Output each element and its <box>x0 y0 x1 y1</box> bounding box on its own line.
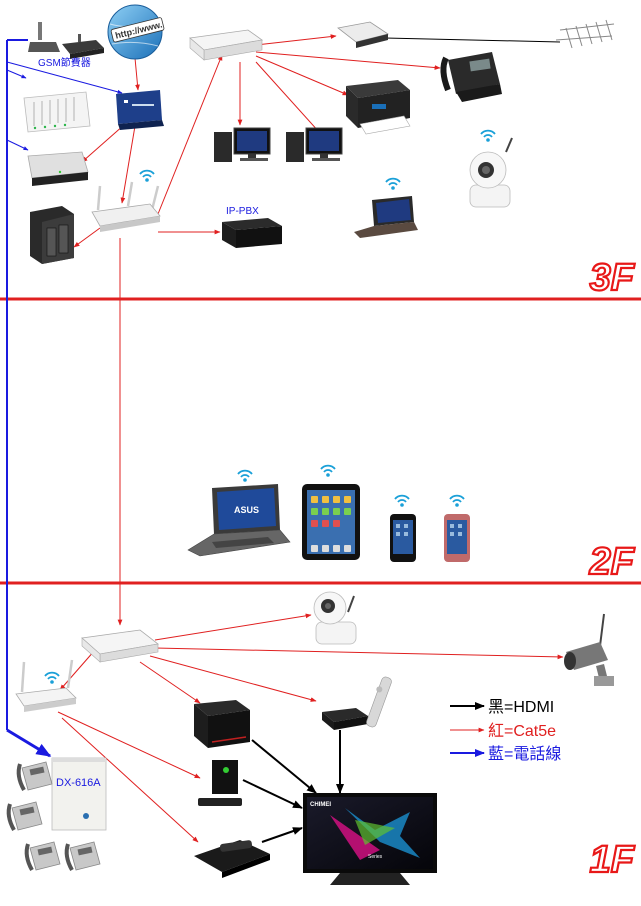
wireless-router-3f-icon <box>91 181 161 232</box>
adsl-modem-icon <box>116 90 164 130</box>
phone-jack-icon <box>28 22 60 52</box>
ip-pbx-server-icon <box>222 218 282 248</box>
legend-item-hdmi: 黑=HDMI <box>450 699 554 716</box>
tv-series-text: Series <box>368 854 383 860</box>
floor-label-2f: 2F <box>589 541 636 583</box>
wifi-signal-router-1f-icon <box>44 671 60 685</box>
wifi-signal-phone-pink-icon <box>449 494 465 508</box>
ip-camera-3f-icon <box>469 137 513 208</box>
desktop-pc-2-icon <box>286 127 343 162</box>
wireless-router-1f-icon <box>15 659 77 712</box>
legend-item-cat5e: 紅=Cat5e <box>450 722 556 740</box>
ip-pbx-label: IP-PBX <box>226 206 259 217</box>
wifi-signal-camera-3f-icon <box>480 129 496 143</box>
wifi-signal-phone-black-icon <box>394 494 410 508</box>
desk-phone-4-icon <box>64 841 101 871</box>
desk-phone-1-icon <box>16 761 53 791</box>
legend-label-hdmi: 黑=HDMI <box>488 699 554 716</box>
htpc-icon <box>194 700 250 748</box>
printer-icon <box>346 80 411 135</box>
outdoor-camera-icon <box>564 613 614 686</box>
pbx-system-icon <box>51 757 107 831</box>
nas-storage-icon <box>30 206 74 264</box>
isdn-router-icon <box>23 91 91 133</box>
laptop-3f-icon <box>354 196 418 238</box>
network-switch-1f-icon <box>81 629 159 663</box>
smartphone-pink-icon <box>444 514 470 562</box>
wifi-signal-icon <box>139 169 155 183</box>
gsm-saver-label: GSM節費器 <box>38 56 91 69</box>
set-top-box-icon <box>337 21 389 48</box>
internet-globe-icon: http://www. <box>107 4 165 60</box>
tv-brand-text: CHIMEI <box>310 802 331 808</box>
wifi-signal-laptop-2f-icon <box>237 469 253 483</box>
phone-line-connections <box>6 39 123 758</box>
desktop-pc-1-icon <box>214 127 271 162</box>
floor-label-1f: 1F <box>590 839 636 881</box>
legend-item-phone-line: 藍=電話線 <box>450 745 561 763</box>
cat5e-connections <box>57 34 564 843</box>
floor-label-3f: 3F <box>590 257 636 299</box>
hdmi-connections <box>242 730 344 843</box>
remote-control-icon <box>366 676 392 728</box>
pbx-model-label: DX-616A <box>56 777 101 789</box>
gsm-saver-device-icon <box>62 34 104 59</box>
smartphone-black-icon <box>390 514 416 562</box>
ip-camera-1f-icon <box>313 591 357 645</box>
network-switch-3f-icon <box>189 29 264 61</box>
ip-phone-icon <box>440 52 502 102</box>
desk-phone-3-icon <box>24 841 61 871</box>
television-icon <box>303 793 437 885</box>
laptop-2f-icon <box>187 484 291 557</box>
wifi-signal-tablet-icon <box>320 464 336 478</box>
voip-gateway-icon <box>27 151 89 186</box>
wifi-signal-laptop-3f-icon <box>385 177 401 191</box>
media-player-icon <box>322 708 368 730</box>
laptop-brand-text: ASUS <box>234 505 259 515</box>
tablet-icon <box>302 484 360 560</box>
legend-label-cat5e: 紅=Cat5e <box>488 722 556 740</box>
legend: 黑=HDMI 紅=Cat5e 藍=電話線 <box>450 699 561 763</box>
set-top-box-1f-icon <box>194 840 270 878</box>
desk-phone-2-icon <box>6 801 43 831</box>
tv-antenna-icon <box>555 19 615 49</box>
game-console-icon <box>198 760 242 806</box>
legend-label-phone-line: 藍=電話線 <box>488 745 561 763</box>
